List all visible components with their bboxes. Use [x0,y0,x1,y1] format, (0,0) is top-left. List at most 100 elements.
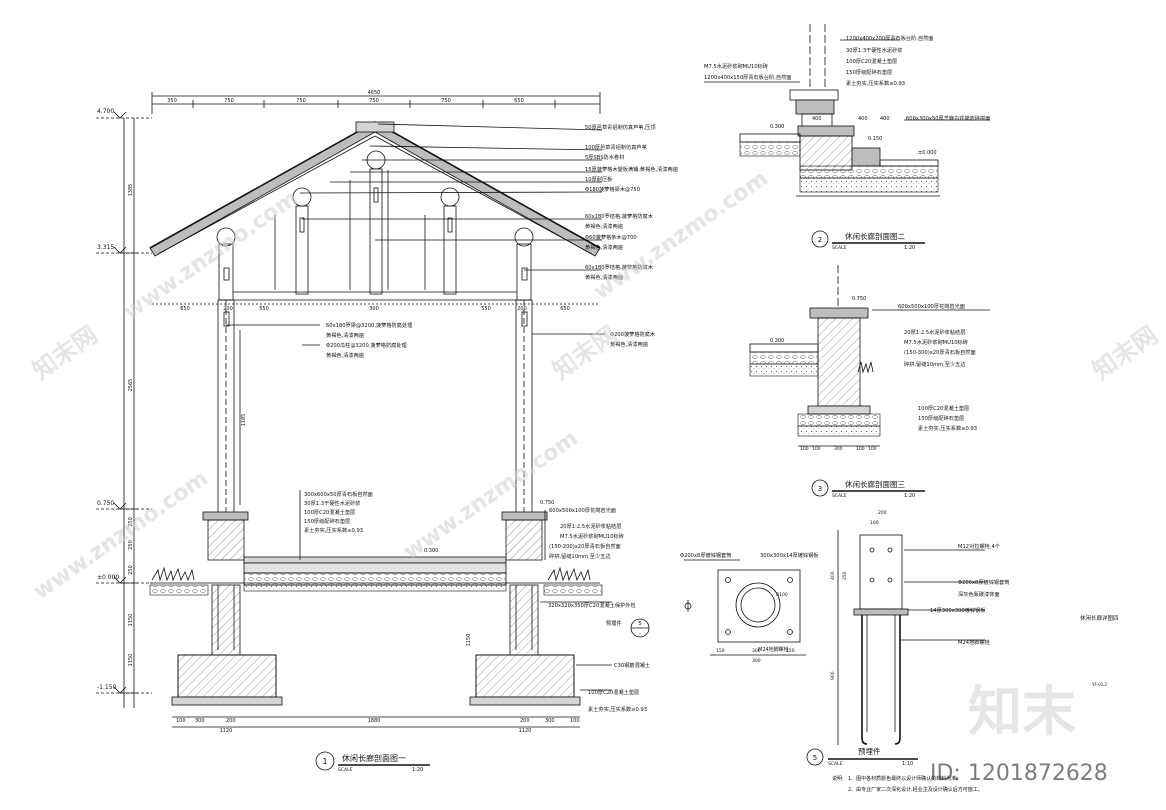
floor-note: 100厚C20混凝土垫层 [304,508,355,516]
footing-note: 素土夯实,压实系数≥0.93 [588,705,647,713]
roof-note: 5厚SBS防水卷材 [585,153,624,161]
dim-left: 1150 [128,654,134,667]
section-2-title-block: 2 休闲长廊剖面图二 SCALE 1:20 [811,230,925,251]
dim-column: 1185 [241,414,247,427]
dim-bottom: 300 [195,718,205,724]
s3-note: 100厚C20混凝土垫层 [918,404,969,412]
column-note: Φ200菠萝格防腐木 [610,330,656,338]
dim-bottom: 200 [226,718,236,724]
watermark-site-cn: 知末网 [547,321,622,385]
section-3-title-block: 3 休闲长廊剖面图三 SCALE 1:20 [811,479,925,499]
s2-note: 素土夯实,压实系数≥0.93 [846,79,905,87]
section-5-number: 5 [813,754,817,762]
leader-line [369,145,603,151]
s5-elev-dim: 100 [870,520,879,526]
dim-bottom-total: 1120 [519,728,532,734]
s5-plan-dim: R100 [776,592,788,598]
s5-elev-note: 14厚300x300镀锌钢板 [930,606,986,614]
section-1: 4650 350 750 750 750 750 650 4.700 3.315… [96,90,679,773]
s5-plan-dim: 300 [752,648,761,654]
s2-note: 30厚1:3干硬性水泥砂浆 [846,46,902,54]
s5-elev-note: Φ200x8厚镀锌钢套筒 [958,578,1009,586]
dim-left: 250 [128,517,134,527]
bench-annotations: 600x500x100厚花岗岩光面 20厚1:2.5水泥砂浆粘结层 M7.5水泥… [544,506,624,560]
floor-note: 30厚1:3干硬性水泥砂浆 [304,499,360,507]
floor-structure: 0.300 0.750 [149,500,603,596]
floor-note: 300x600x50厚青石板自然面 [304,490,373,498]
s3-note: (150-300)x20厚青石板自然面 [904,348,976,356]
s2-level: 0.150 [868,136,882,142]
s3-dim: 100 [800,446,809,452]
roof [149,121,601,301]
bench-note: (150-200)x20厚青石板自然面 [549,542,621,550]
s3-level: 0.300 [770,338,784,344]
bench-note: 碎拼,留缝10mm,至少五边 [549,552,611,560]
s2-dim: 400 [858,116,868,122]
bench-note: 600x500x100厚花岗岩光面 [549,506,616,514]
dim-mid: 650 [180,306,190,312]
s3-note: 600x500x100厚花岗岩光面 [898,302,965,310]
mid-dimension-line: 650 200 550 300 550 200 650 [152,303,600,312]
watermark-id: ID: 1201872628 [930,761,1108,786]
dim-bottom: 100 [176,718,186,724]
s2-dim: 400 [812,116,822,122]
bottom-dimension-line: 100 300 200 1880 200 300 100 1120 1120 [172,716,580,734]
s2-left-note: 1200x400x150厚青石板台阶,自然面 [704,73,791,81]
dim-bottom: 200 [520,718,530,724]
dim-bottom: 300 [545,718,555,724]
s2-note: 100厚C20混凝土垫层 [846,57,897,65]
roof-note: 黄褐色,清漆两遍 [585,273,624,281]
s5-elev-dim: 200 [878,510,887,516]
left-dimension-line: 1385 2565 250 250 250 1150 1150 [120,118,138,708]
s2-dim: 400 [880,116,890,122]
roof-note: 黄褐色,清漆两遍 [585,243,624,251]
dim-bottom-total: 1120 [220,728,233,734]
notes-line: 1、图中各材质颜色最终以设计师确认的材料为准。 [848,775,961,782]
leader-line [299,191,603,194]
s5-side-label: 休闲长廊详图四 [1080,614,1119,622]
general-notes: 说明: 1、图中各材质颜色最终以设计师确认的材料为准。 2、由专业厂家二次深化设… [832,775,983,793]
dim-left: 2565 [128,379,134,392]
s5-elev-note: 深灰色氟碳漆饰面 [958,590,1000,598]
section-5-title-block: 5 预埋件 SCALE 1:10 [806,746,918,767]
dim-top: 750 [441,98,451,104]
dim-mid: 650 [560,306,570,312]
level-4700: 4.700 [97,108,114,115]
floor-note: 150厚级配碎石垫层 [304,517,350,525]
section-1-title: 休闲长廊剖面图一 [342,753,406,763]
dim-top: 650 [514,98,524,104]
roof-annotations: 50厚邑草青铝制仿真芦苇,压顶100厚邑草青铝制仿真芦苇5厚SBS防水卷材15厚… [299,123,679,281]
level-3315: 3.315 [97,244,114,251]
footing-note: 320x320x350厚C20混凝土保护外包 [548,601,636,609]
dim-top: 750 [369,98,379,104]
dim-bottom: 100 [570,718,580,724]
section-2-title: 休闲长廊剖面图二 [845,231,905,241]
section-5-scale-label: SCALE [828,761,843,767]
s5-plan-note: 300x300x14厚镀锌钢板 [760,551,819,559]
s3-dim: 100 [812,446,821,452]
s5-elev-note: M12对拉螺栓,4个 [958,542,1001,550]
s2-note: 150厚级配碎石垫层 [846,68,892,76]
s3-dim: 300 [834,446,843,452]
s2-left-note: M7.5水泥砂浆砌MU10标砖 [704,62,768,70]
section-2-scale-label: SCALE [832,245,847,251]
footing-note: 100厚C20混凝土垫层 [588,688,639,696]
s3-level: 0.750 [852,296,866,302]
leader-line [377,123,603,131]
footing-annotations: 320x320x350厚C20混凝土保护外包 预埋件 5 - C30钢筋混凝土 … [540,601,650,713]
dim-top: 750 [224,98,234,104]
level-0750: 0.750 [97,500,114,507]
roof-note: 50厚邑草青铝制仿真芦苇,压顶 [585,123,656,131]
top-dimension-line: 4650 350 750 750 750 750 650 [151,90,601,114]
footing-note: 预埋件 [606,619,622,627]
column-note: 黄褐色,清漆两遍 [610,340,649,348]
detail-ref-top: 5 [638,621,642,627]
level-minus-1150: -1.150 [97,684,117,691]
section-3: 0.750 0.300 600x500x100厚花岗岩光面 20厚1:2.5水泥… [749,265,990,499]
s2-note: 600x300x50厚芝麻白花岗岩碎拼面 [906,114,990,122]
section-3-scale: 1:20 [904,493,915,499]
s5-plan-dim: 150 [786,648,795,654]
s5-tiny-label: YF-01.2 [1091,682,1108,687]
section-5-title: 预埋件 [858,746,881,756]
section-1-number: 1 [322,757,327,766]
